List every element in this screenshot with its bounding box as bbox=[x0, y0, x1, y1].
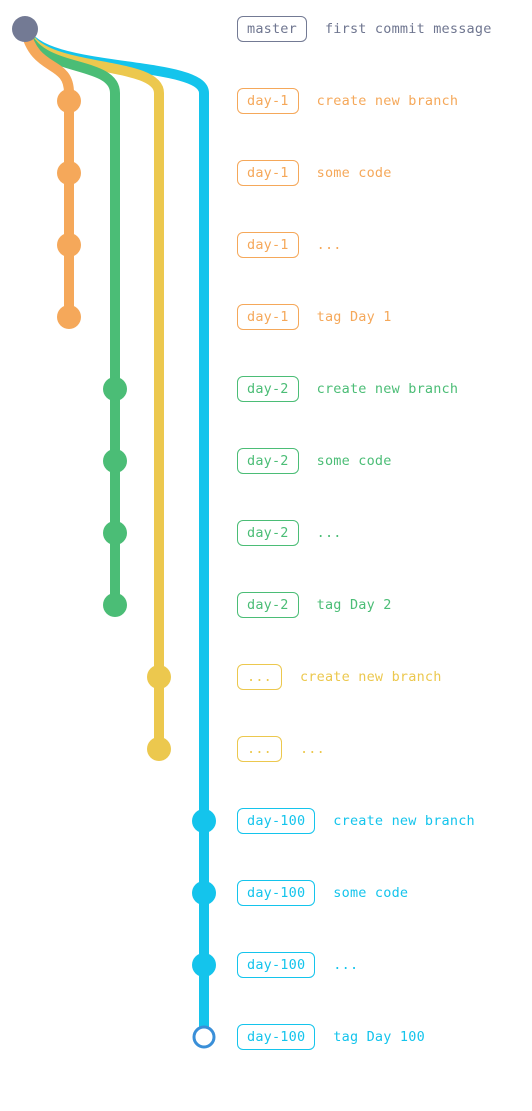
branch-tag: master bbox=[237, 16, 307, 42]
branch-tag: day-100 bbox=[237, 808, 316, 834]
commit-row: day-1... bbox=[237, 232, 342, 258]
commit-message: ... bbox=[333, 957, 359, 973]
commit-message: some code bbox=[333, 885, 409, 901]
commit-row: day-2 tag Day 2 bbox=[237, 592, 392, 618]
branch-tag: day-1 bbox=[237, 160, 299, 186]
commit-node bbox=[57, 161, 81, 185]
commit-node bbox=[103, 521, 127, 545]
commit-message: some code bbox=[316, 453, 392, 469]
commit-row: day-100 tag Day 100 bbox=[237, 1024, 425, 1050]
commit-node bbox=[57, 89, 81, 113]
commit-row: master first commit message bbox=[237, 16, 492, 42]
commit-message: some code bbox=[316, 165, 392, 181]
branch-tag: day-1 bbox=[237, 88, 299, 114]
commit-node bbox=[192, 809, 216, 833]
commit-row: day-100... bbox=[237, 952, 358, 978]
branch-tag: day-100 bbox=[237, 1024, 316, 1050]
commit-row: ...... bbox=[237, 736, 325, 762]
branch-tag: day-100 bbox=[237, 880, 316, 906]
commit-node bbox=[57, 305, 81, 329]
commit-message: tag Day 1 bbox=[316, 309, 392, 325]
commit-node bbox=[12, 16, 38, 42]
commit-row: day-1 some code bbox=[237, 160, 392, 186]
commit-node bbox=[57, 233, 81, 257]
commit-message: create new branch bbox=[316, 93, 459, 109]
commit-node bbox=[147, 737, 171, 761]
branch-tag: day-2 bbox=[237, 520, 299, 546]
commit-node bbox=[192, 953, 216, 977]
commit-message: ... bbox=[316, 237, 342, 253]
commit-message: tag Day 2 bbox=[316, 597, 392, 613]
branch-line-dots bbox=[20, 24, 164, 754]
commit-row: day-1 tag Day 1 bbox=[237, 304, 392, 330]
commit-row: day-100 create new branch bbox=[237, 808, 475, 834]
branch-tag: day-2 bbox=[237, 376, 299, 402]
branch-tag: ... bbox=[237, 664, 282, 690]
commit-message: create new branch bbox=[299, 669, 442, 685]
branch-tag: day-2 bbox=[237, 592, 299, 618]
commit-row: day-1 create new branch bbox=[237, 88, 458, 114]
commit-message: first commit message bbox=[324, 21, 492, 37]
commit-message: tag Day 100 bbox=[333, 1029, 425, 1045]
commit-message: ... bbox=[316, 525, 342, 541]
branch-tag: day-2 bbox=[237, 448, 299, 474]
commit-node bbox=[192, 881, 216, 905]
commit-node bbox=[103, 377, 127, 401]
commit-row: ... create new branch bbox=[237, 664, 442, 690]
commit-row: day-2... bbox=[237, 520, 342, 546]
commit-node bbox=[103, 449, 127, 473]
commit-node bbox=[147, 665, 171, 689]
commit-message: ... bbox=[299, 741, 325, 757]
branch-tag: day-1 bbox=[237, 232, 299, 258]
commit-node bbox=[103, 593, 127, 617]
branch-tag: ... bbox=[237, 736, 282, 762]
commit-row: day-100 some code bbox=[237, 880, 408, 906]
commit-message: create new branch bbox=[333, 813, 475, 829]
branch-tag: day-1 bbox=[237, 304, 299, 330]
commit-row: day-2 create new branch bbox=[237, 376, 458, 402]
branch-tag: day-100 bbox=[237, 952, 316, 978]
head-commit-node bbox=[192, 1025, 216, 1049]
commit-row: day-2 some code bbox=[237, 448, 392, 474]
commit-message: create new branch bbox=[316, 381, 459, 397]
